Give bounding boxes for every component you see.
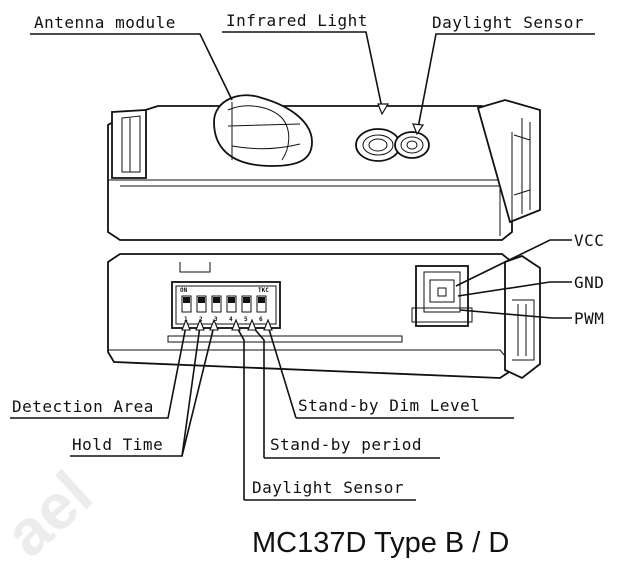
- standby-period-callout: Stand-by period: [247, 318, 440, 459]
- daylight-sensor-lens: [394, 131, 430, 159]
- dip-on-text: ON: [180, 287, 188, 294]
- dip-toggle-3[interactable]: [211, 295, 222, 313]
- daylight-sensor-bottom-label: Daylight Sensor: [252, 478, 404, 497]
- dip-switch: ON TKC 1 2 3 4 5 6: [171, 281, 281, 329]
- infrared-light-label: Infrared Light: [226, 11, 368, 30]
- dip-number-5: 5: [244, 316, 248, 323]
- standby-dim-callout: Stand-by Dim Level: [263, 318, 514, 419]
- dip-toggle-6[interactable]: [256, 295, 267, 313]
- detection-area-callout: Detection Area: [10, 318, 191, 419]
- vcc-label: VCC: [574, 231, 604, 250]
- bottom-module: ON TKC 1 2 3 4 5 6: [107, 253, 541, 380]
- standby-dim-level-label: Stand-by Dim Level: [298, 396, 480, 415]
- dip-number-3: 3: [214, 316, 218, 323]
- daylight-sensor-top-label: Daylight Sensor: [432, 13, 584, 32]
- daylight-bottom-callout: Daylight Sensor: [231, 318, 416, 501]
- dip-toggle-5[interactable]: [241, 295, 252, 313]
- pwm-label: PWM: [574, 309, 604, 328]
- pwm-callout: PWM: [459, 309, 604, 328]
- antenna-module: [213, 94, 313, 167]
- dip-number-4: 4: [229, 316, 233, 323]
- standby-period-label: Stand-by period: [270, 435, 422, 454]
- antenna-module-label: Antenna module: [34, 13, 176, 32]
- dip-number-6: 6: [259, 316, 263, 323]
- dip-number-2: 2: [199, 316, 203, 323]
- watermark: ael: [0, 457, 105, 570]
- dip-toggle-4[interactable]: [226, 295, 237, 313]
- diagram-title: MC137D Type B / D: [252, 527, 509, 559]
- gnd-label: GND: [574, 273, 604, 292]
- infrared-light-lens: [355, 128, 401, 162]
- gnd-callout: GND: [457, 273, 604, 297]
- daylight-top-callout: Daylight Sensor: [412, 13, 595, 136]
- hold-time-callout-2: [181, 318, 219, 457]
- vcc-callout: VCC: [455, 231, 604, 287]
- dip-toggle-1[interactable]: [181, 295, 192, 313]
- antenna-callout: Antenna module: [30, 13, 233, 101]
- svg-text:ael: ael: [0, 457, 105, 570]
- detection-area-label: Detection Area: [12, 397, 154, 416]
- dip-brand-text: TKC: [258, 287, 269, 294]
- infrared-callout: Infrared Light: [222, 11, 390, 116]
- dip-toggle-2[interactable]: [196, 295, 207, 313]
- hold-time-label: Hold Time: [72, 435, 163, 454]
- top-module: [107, 94, 541, 241]
